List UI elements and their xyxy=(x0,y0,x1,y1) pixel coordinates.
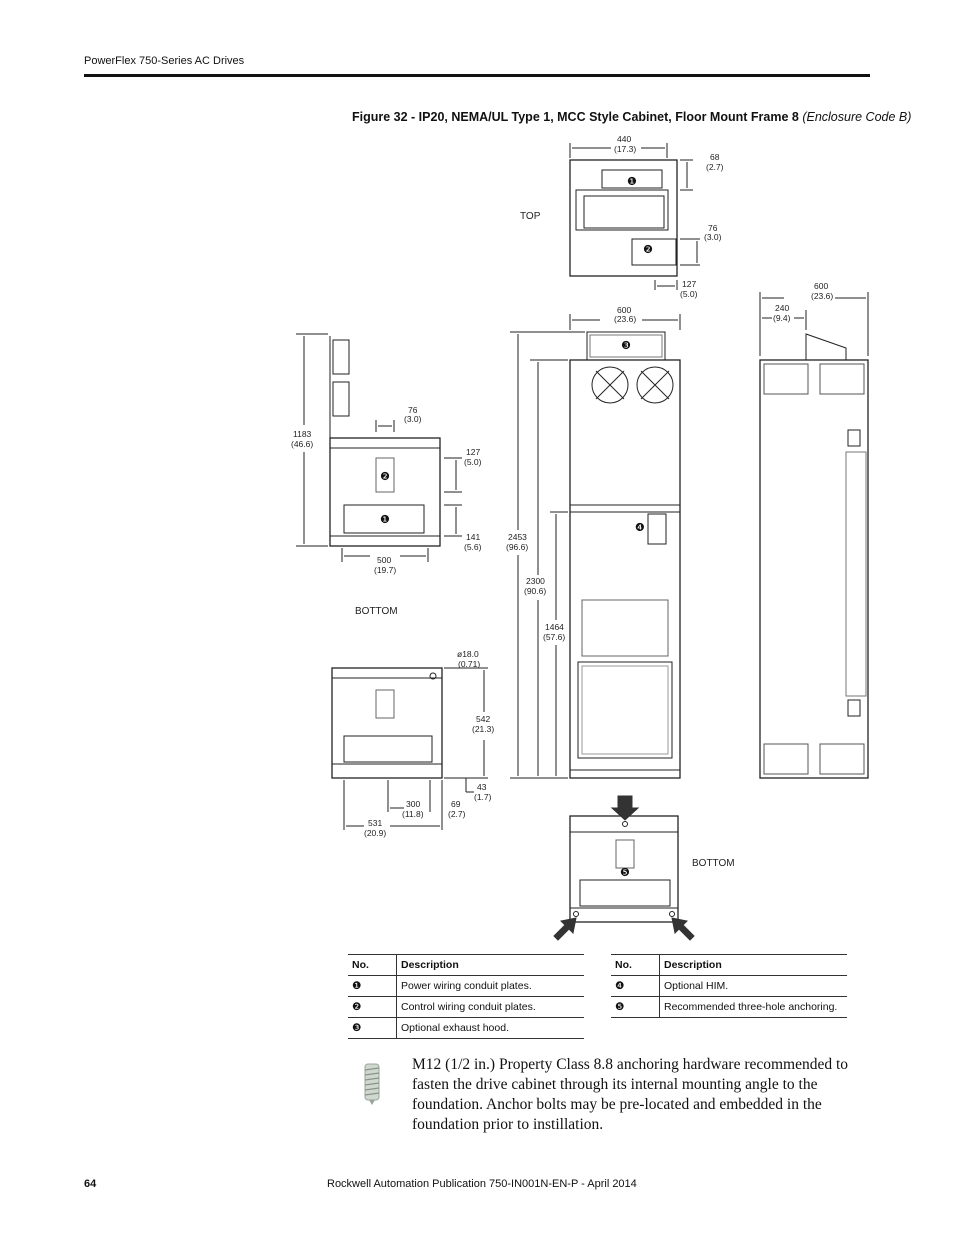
figure-title-main: Figure 32 - IP20, NEMA/UL Type 1, MCC St… xyxy=(352,110,799,124)
dim-left-141: 141 xyxy=(466,532,480,542)
dim-top-76: 76 xyxy=(708,223,718,233)
dim-542: 542 xyxy=(476,714,490,724)
legend-header-description: Description xyxy=(659,954,847,976)
dim-531-in: (20.9) xyxy=(364,828,386,838)
dim-left-127-in: (5.0) xyxy=(464,457,482,467)
bottom-anchor-view xyxy=(553,795,695,941)
dim-top-440: 440 xyxy=(617,134,631,144)
legend-row-desc: Control wiring conduit plates. xyxy=(396,996,584,1018)
lower-left-bottom-view xyxy=(331,667,488,830)
callout-1-top: ❶ xyxy=(627,175,637,188)
bolt-icon xyxy=(364,1063,380,1105)
dim-2453-in: (96.6) xyxy=(506,542,528,552)
header-rule xyxy=(84,74,870,77)
legend-row-no: ❺ xyxy=(611,996,660,1018)
publication-footer: Rockwell Automation Publication 750-IN00… xyxy=(327,1178,637,1190)
dim-side-600-in: (23.6) xyxy=(811,291,833,301)
dim-front-600-in: (23.6) xyxy=(614,314,636,324)
dim-side-240: 240 xyxy=(775,303,789,313)
front-view xyxy=(510,314,681,779)
legend-row-no: ❶ xyxy=(348,975,397,997)
legend-header-no: No. xyxy=(611,954,660,976)
dim-top-127-in: (5.0) xyxy=(680,289,698,299)
note-text: M12 (1/2 in.) Property Class 8.8 anchori… xyxy=(412,1056,849,1133)
dim-front-600: 600 xyxy=(617,305,631,315)
legend-row-desc: Power wiring conduit plates. xyxy=(396,975,584,997)
dim-1183-in: (46.6) xyxy=(291,439,313,449)
legend-header-row: No. Description xyxy=(611,954,847,976)
legend-row: ❺ Recommended three-hole anchoring. xyxy=(611,996,847,1018)
top-view xyxy=(569,143,700,290)
view-label-top: TOP xyxy=(520,211,541,222)
callout-5: ❺ xyxy=(620,866,630,879)
dim-43: 43 xyxy=(477,782,487,792)
dim-1183: 1183 xyxy=(293,429,312,439)
dim-left-141-in: (5.6) xyxy=(464,542,482,552)
dim-top-68-in: (2.7) xyxy=(706,162,724,172)
dim-left-500: 500 xyxy=(377,555,391,565)
dim-top-68: 68 xyxy=(710,152,720,162)
legend-header-description: Description xyxy=(396,954,584,976)
dim-1464-in: (57.6) xyxy=(543,632,565,642)
left-bottom-view xyxy=(296,333,462,562)
running-header: PowerFlex 750-Series AC Drives xyxy=(84,55,245,67)
callout-2-left: ❷ xyxy=(380,470,390,483)
dim-43-in: (1.7) xyxy=(474,792,492,802)
legend-row: ❸ Optional exhaust hood. xyxy=(348,1017,584,1039)
legend-header-no: No. xyxy=(348,954,397,976)
dim-300-in: (11.8) xyxy=(402,809,424,819)
dim-542-in: (21.3) xyxy=(472,724,494,734)
side-view xyxy=(759,292,869,779)
figure-title-suffix: (Enclosure Code B) xyxy=(802,110,912,124)
callout-2-top: ❷ xyxy=(643,243,653,256)
callout-1-left: ❶ xyxy=(380,513,390,526)
page-number: 64 xyxy=(84,1178,97,1190)
callout-3: ❸ xyxy=(621,339,631,352)
legend-row-no: ❸ xyxy=(348,1017,397,1039)
dim-300: 300 xyxy=(406,799,420,809)
legend-row-no: ❹ xyxy=(611,975,660,997)
dim-69: 69 xyxy=(451,799,461,809)
callout-4: ❹ xyxy=(635,521,645,534)
legend-table-right: No. Description ❹ Optional HIM. ❺ Recomm… xyxy=(611,954,847,1018)
dim-left-76-in: (3.0) xyxy=(404,414,422,424)
dim-2453: 2453 xyxy=(508,532,527,542)
dim-69-in: (2.7) xyxy=(448,809,466,819)
dim-531: 531 xyxy=(368,818,382,828)
legend-header-row: No. Description xyxy=(348,954,584,976)
legend-row-desc: Optional exhaust hood. xyxy=(396,1017,584,1039)
view-label-bottom-left: BOTTOM xyxy=(355,606,398,617)
dim-2300: 2300 xyxy=(526,576,545,586)
legend-row-no: ❷ xyxy=(348,996,397,1018)
dim-top-76-in: (3.0) xyxy=(704,232,722,242)
dim-top-127: 127 xyxy=(682,279,696,289)
legend-row: ❶ Power wiring conduit plates. xyxy=(348,975,584,997)
dim-hole-18-in: (0.71) xyxy=(458,659,480,669)
dim-left-127: 127 xyxy=(466,447,480,457)
dim-side-240-in: (9.4) xyxy=(773,313,791,323)
legend-row: ❹ Optional HIM. xyxy=(611,975,847,997)
legend-table-left: No. Description ❶ Power wiring conduit p… xyxy=(348,954,584,1039)
legend-row: ❷ Control wiring conduit plates. xyxy=(348,996,584,1018)
dim-1464: 1464 xyxy=(545,622,564,632)
dim-left-500-in: (19.7) xyxy=(374,565,396,575)
dim-side-600: 600 xyxy=(814,281,828,291)
dim-top-440-in: (17.3) xyxy=(614,144,636,154)
dim-2300-in: (90.6) xyxy=(524,586,546,596)
dim-hole-18: ø18.0 xyxy=(457,649,479,659)
legend-row-desc: Optional HIM. xyxy=(659,975,847,997)
view-label-bottom-right: BOTTOM xyxy=(692,858,735,869)
figure-title: Figure 32 - IP20, NEMA/UL Type 1, MCC St… xyxy=(352,110,911,124)
dim-left-76: 76 xyxy=(408,405,418,415)
legend-row-desc: Recommended three-hole anchoring. xyxy=(659,996,847,1018)
